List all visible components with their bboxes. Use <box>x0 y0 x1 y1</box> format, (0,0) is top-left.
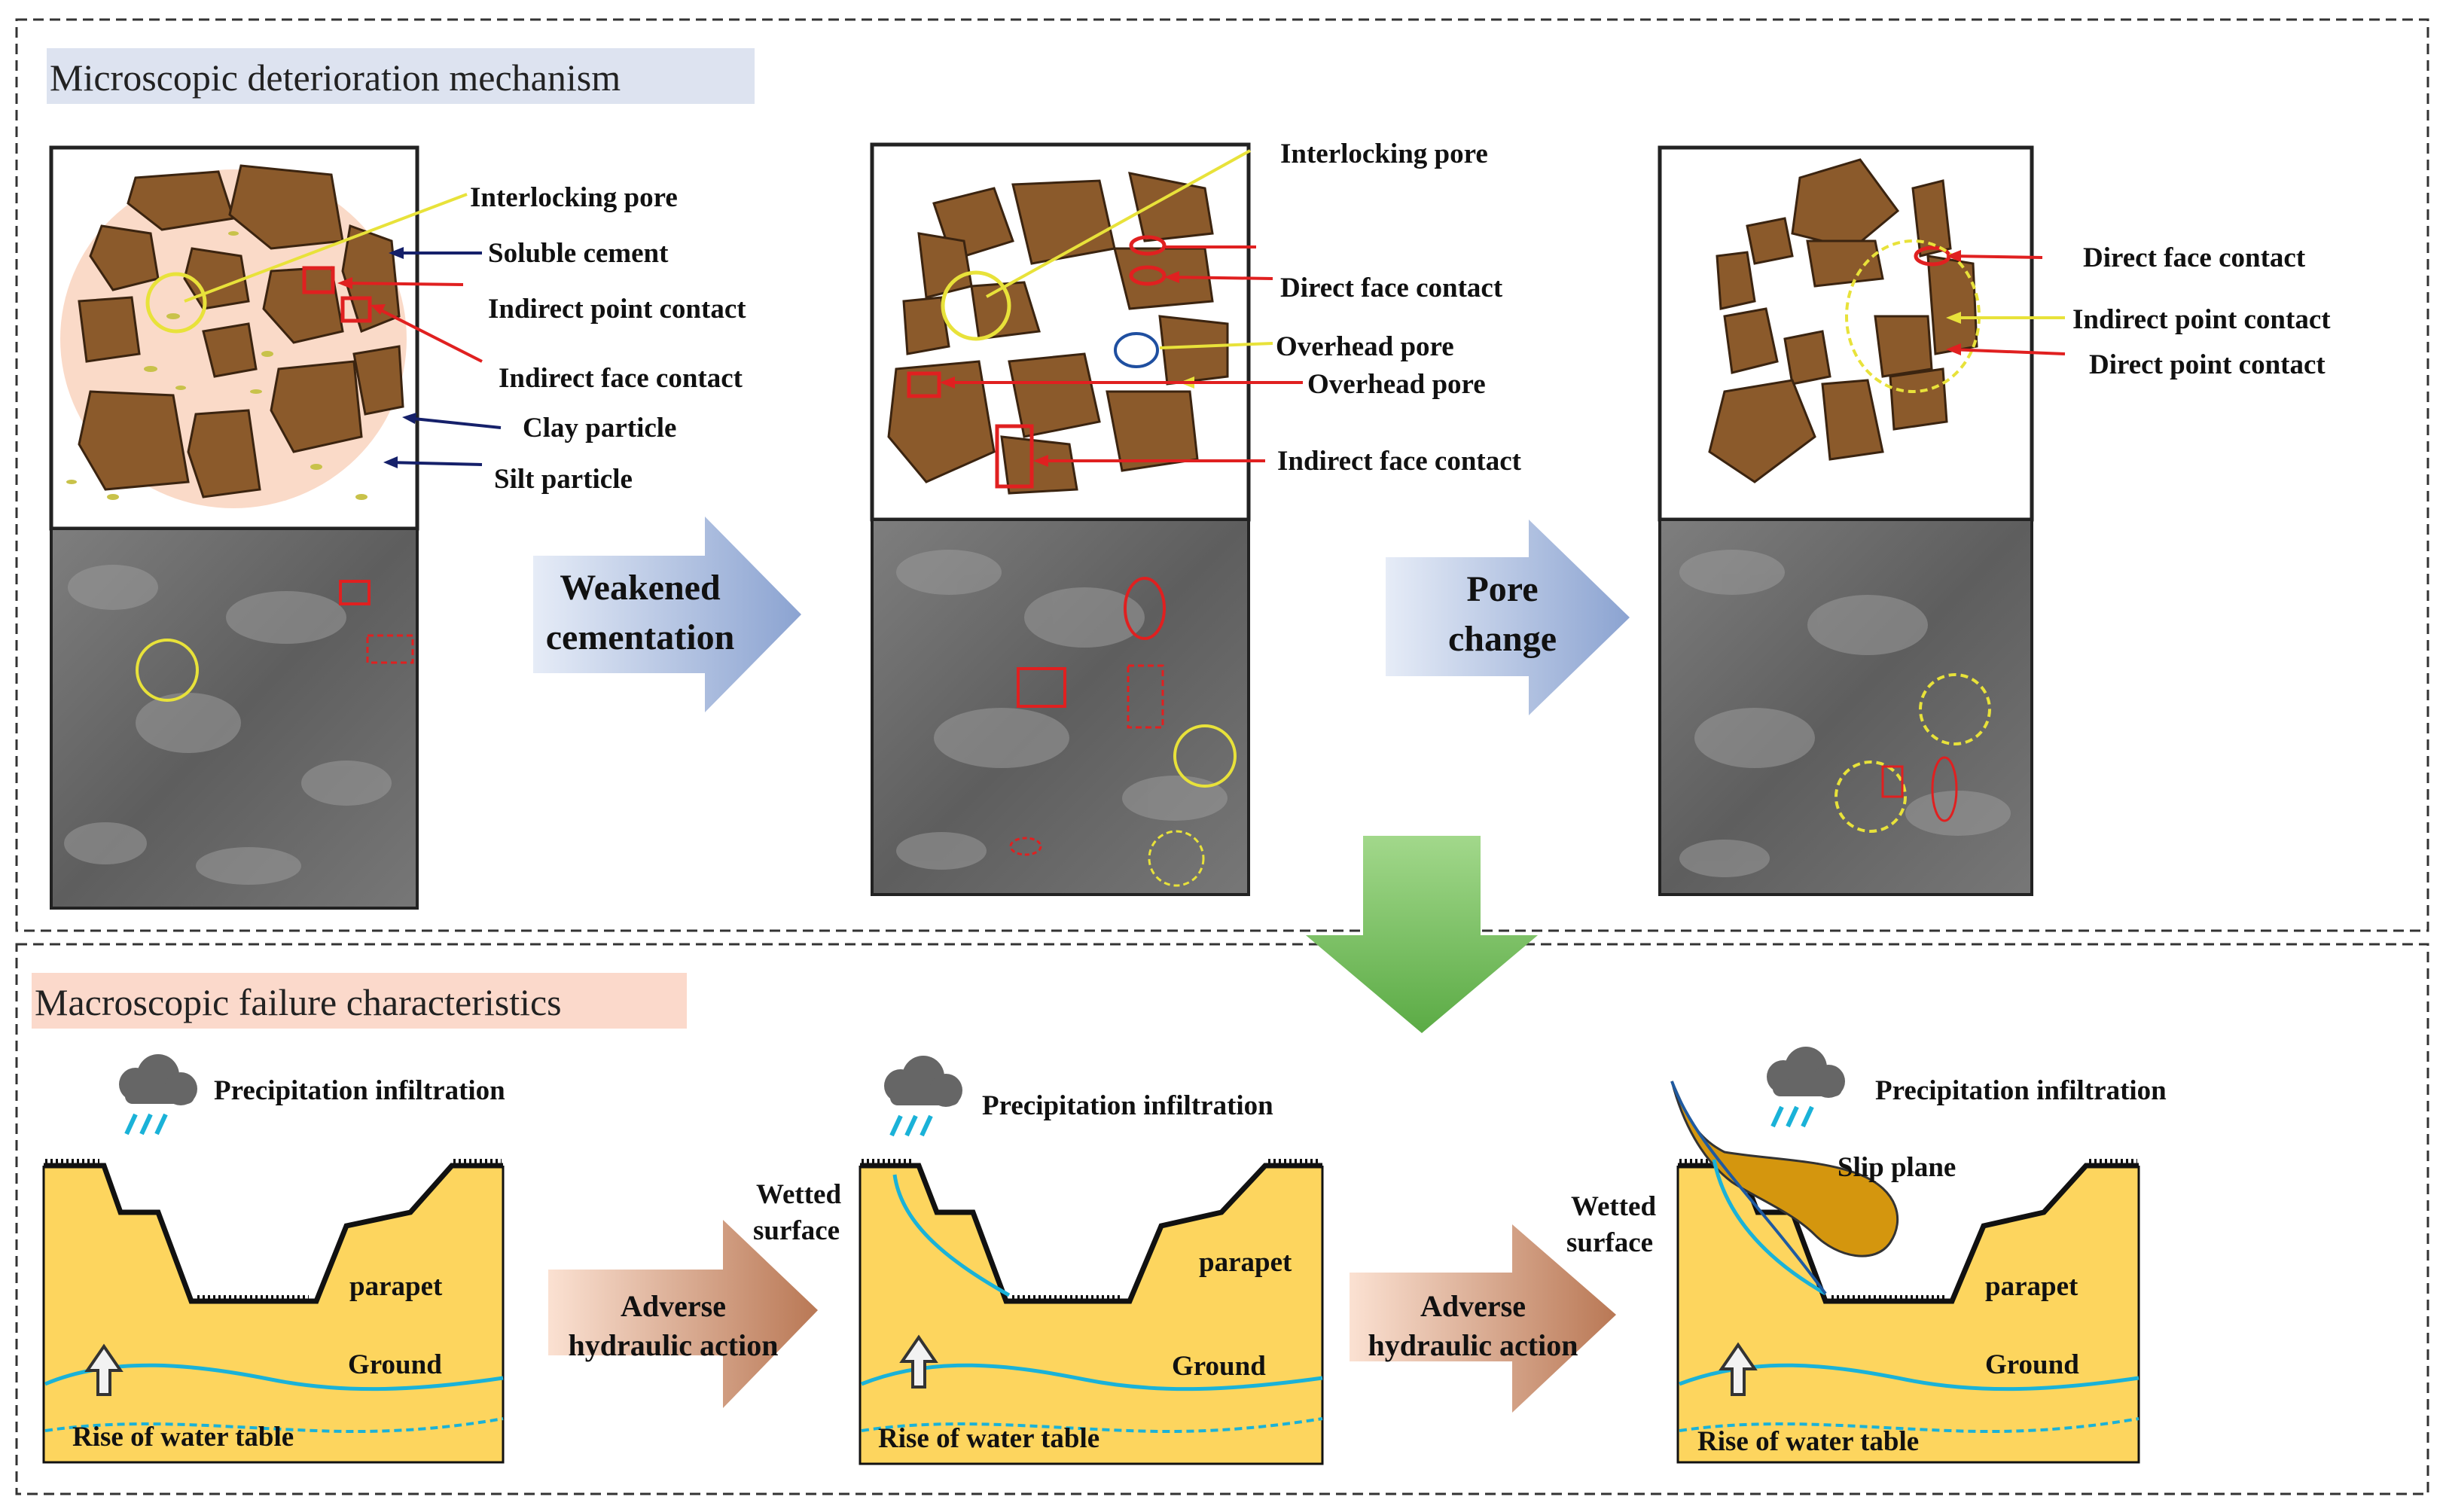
panel1-particle-sketch <box>49 145 419 531</box>
pore-change-arrow: Pore change <box>1386 520 1630 715</box>
label-indirect-point-contact-3: Indirect point contact <box>2072 304 2331 335</box>
label-overhead-pore-a: Overhead pore <box>1276 331 1454 362</box>
label-interlocking-pore-2: Interlocking pore <box>1280 139 1488 169</box>
macro-scene-3: Precipitation infiltration Slip plane We… <box>1566 1047 2167 1464</box>
scene2-precip-label: Precipitation infiltration <box>982 1090 1273 1121</box>
arrow2-line2: change <box>1448 619 1557 659</box>
label-soluble-cement: Soluble cement <box>488 238 669 269</box>
scene3-precip-label: Precipitation infiltration <box>1875 1075 2167 1106</box>
panel3-sem-image <box>1658 518 2033 896</box>
panel3-particle-sketch <box>1658 145 2034 522</box>
scene3-parapet-label: parapet <box>1985 1271 2078 1302</box>
down-arrow <box>1306 836 1538 1033</box>
macro-section-frame <box>15 943 2429 1495</box>
adverse-arrow-1: Adverse hydraulic action <box>548 1220 818 1408</box>
adverse-arrow-2: Adverse hydraulic action <box>1350 1224 1616 1413</box>
adverse2-line2: hydraulic action <box>1368 1328 1578 1362</box>
panel2-particle-sketch <box>870 142 1251 522</box>
adverse1-line2: hydraulic action <box>569 1328 779 1362</box>
micro-title-bg <box>47 48 755 104</box>
scene3-rise-label: Rise of water table <box>1697 1426 1919 1457</box>
scene2-wetted-line1: Wetted <box>756 1179 841 1210</box>
arrow2-line1: Pore <box>1466 569 1538 609</box>
scene2-wetted-line2: surface <box>753 1215 840 1246</box>
label-indirect-point-contact-1: Indirect point contact <box>488 294 746 325</box>
scene1-precip-label: Precipitation infiltration <box>214 1075 505 1106</box>
label-clay-particle: Clay particle <box>523 413 676 444</box>
label-silt-particle: Silt particle <box>494 464 633 495</box>
scene3-ground-label: Ground <box>1985 1349 2079 1380</box>
panel2-leader-lines <box>940 149 1303 467</box>
label-interlocking-pore-1: Interlocking pore <box>470 182 678 213</box>
macro-scene-2: Precipitation infiltration Wetted surfac… <box>753 1056 1324 1465</box>
scene2-parapet-label: parapet <box>1199 1247 1292 1278</box>
label-direct-face-contact-3: Direct face contact <box>2083 242 2306 273</box>
panel1-leader-lines <box>184 193 502 468</box>
panel2-labels: Interlocking pore Direct face contact Ov… <box>1276 139 1522 477</box>
scene1-rise-label: Rise of water table <box>72 1422 294 1453</box>
scene1-ground-label: Ground <box>348 1349 442 1380</box>
scene3-wetted-line1: Wetted <box>1571 1191 1656 1222</box>
adverse2-line1: Adverse <box>1420 1289 1526 1323</box>
panel1-sem-image <box>50 527 419 910</box>
scene2-ground-label: Ground <box>1172 1351 1266 1382</box>
micro-section-frame <box>15 18 2429 932</box>
panel3-leader-lines <box>1946 250 2066 355</box>
label-overhead-pore-b: Overhead pore <box>1307 369 1486 400</box>
panel3-labels: Direct face contact Indirect point conta… <box>2072 242 2331 380</box>
micro-title: Microscopic deterioration mechanism <box>50 56 621 99</box>
label-indirect-face-contact-2: Indirect face contact <box>1277 446 1522 477</box>
scene3-wetted-line2: surface <box>1566 1227 1653 1258</box>
landslide-mass <box>1670 1081 1899 1257</box>
arrow1-line2: cementation <box>546 617 735 657</box>
label-direct-face-contact-2: Direct face contact <box>1280 273 1503 303</box>
macro-title-bg <box>32 973 687 1029</box>
label-indirect-face-contact-1: Indirect face contact <box>499 363 743 394</box>
panel1-labels: Interlocking pore Soluble cement Indirec… <box>470 182 746 495</box>
arrow1-line1: Weakened <box>560 568 721 608</box>
label-direct-point-contact-3: Direct point contact <box>2089 349 2326 380</box>
macro-title: Macroscopic failure characteristics <box>35 981 562 1023</box>
scene3-slip-label: Slip plane <box>1838 1152 1956 1183</box>
scene1-parapet-label: parapet <box>349 1271 443 1302</box>
adverse1-line1: Adverse <box>621 1289 726 1323</box>
scene2-rise-label: Rise of water table <box>878 1423 1099 1454</box>
macro-scene-1: Precipitation infiltration parapet Groun… <box>42 1054 505 1464</box>
weakened-cementation-arrow: Weakened cementation <box>533 517 801 712</box>
panel2-sem-image <box>871 518 1250 896</box>
